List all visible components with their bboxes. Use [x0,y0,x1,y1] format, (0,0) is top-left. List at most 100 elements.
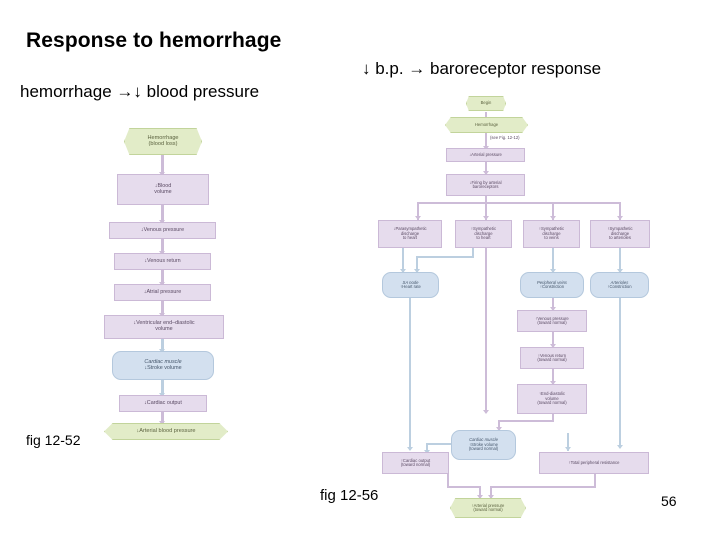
node-line-1: SA node [402,279,419,285]
node-line-2: ↑Constriction [607,284,632,289]
connector-r5-to-cardiac-muscle [485,248,487,413]
node-line-1: ↓Arterial blood pressure [136,427,196,434]
connector-final-drop-left [479,486,481,498]
node-line-2: ↓Stroke volume [144,364,182,371]
connector-co-final-v [447,474,449,488]
node-hemorrhage-blood-loss: Hemorrhage (blood loss) [124,128,202,155]
connector-r13-elbow-h [498,420,554,422]
arrowhead-r4 [415,216,421,220]
arrowhead-cardiac-muscle-a [483,410,489,414]
node-line-3: to heart [402,235,418,241]
node-line-1: ↑Cardiac output [400,457,431,463]
caption-figure-right: fig 12-56 [320,487,379,504]
connector-r2-r3 [485,162,487,174]
arrowhead-cardiac-output-a [407,447,413,451]
connector-r6-peripheral-veins [552,248,554,272]
node-blood-volume: ↓Blood volume [117,174,209,205]
node-line-1: Peripheral veins [536,279,568,285]
node-sympathetic-discharge-to-veins: ↑Sympathetic discharge to veins [523,220,580,248]
arrowhead-r6 [550,216,556,220]
node-arterial-blood-pressure: ↓Arterial blood pressure [104,423,228,440]
connector-r5-elbow-v [472,248,474,258]
arrowhead-sa-node-a [400,269,406,273]
node-sympathetic-discharge-to-arterioles: ↑Sympathetic discharge to arterioles [590,220,650,248]
node-line-1: ↓Venous pressure [140,226,185,233]
node-line-1: ↑Venous pressure [535,315,569,321]
node-line-3: to arterioles [609,235,631,241]
node-line-3: (toward normal) [537,400,567,406]
connector-bus-drop-1 [417,202,419,220]
connector-r5-elbow-h [416,256,474,258]
arrowhead-tpr-a [617,445,623,449]
arrowhead-sa-node-b [414,269,420,273]
connector-final-drop-right [490,486,492,498]
connector-final-h-left [447,486,480,488]
node-begin: Begin [466,96,506,111]
node-line-1: ↑Sympathetic [607,226,633,232]
node-cardiac-muscle-stroke-volume-toward-normal: Cardiac muscle ↑Stroke volume (toward no… [451,430,516,460]
connector-l4-l5 [161,300,164,315]
connector-bus-horizontal [417,202,621,204]
subtitle-right: ↓ b.p. → baroreceptor response [362,59,602,78]
arrowhead-r11 [550,307,556,311]
node-cardiac-output: ↓Cardiac output [119,395,207,412]
node-line-2: (toward normal) [537,320,567,325]
node-line-1: ↓Parasympathetic [393,226,427,232]
node-line-1: ↑Total peripheral resistance [568,459,620,465]
connector-r0-r1 [485,112,487,118]
node-venous-pressure-toward-normal: ↑Venous pressure (toward normal) [517,310,587,332]
node-line-1: ↓Blood [154,182,172,189]
arrowhead-r12 [550,344,556,348]
page-number: 56 [661,493,677,509]
connector-veins-r11 [552,296,554,310]
node-arterial-pressure-toward-normal: ↑Arterial pressure (toward normal) [450,498,526,518]
connector-r7-arterioles [619,248,621,272]
arrowhead-final-a [477,495,483,499]
node-line-1: Arterioles [610,279,629,285]
node-sa-node-heart-rate: SA node ↑Heart rate [382,272,439,298]
arrowhead-arterioles [617,269,623,273]
node-line-1: ↓Atrial pressure [143,288,182,295]
node-total-peripheral-resistance: ↑Total peripheral resistance [539,452,649,474]
node-firing-by-arterial-baroreceptors: ↓Firing by arterial baroreceptors [446,174,525,196]
node-hemorrhage: Hemorrhage [445,117,528,133]
connector-l0-l1 [161,154,164,174]
node-end-diastolic-volume-toward-normal: ↑End-diastolic volume (toward normal) [517,384,587,414]
node-line-2: volume [155,326,173,332]
connector-bus-stem [485,196,487,204]
connector-l3-l4 [161,269,164,284]
node-line-2: (toward normal) [400,462,431,467]
connector-arterioles-tpr-v [619,298,621,448]
arrowhead-final-b [488,495,494,499]
node-line-1: Cardiac muscle [144,358,182,365]
node-line-2: volume [545,395,559,401]
page-title: Response to hemorrhage [26,29,282,52]
node-cardiac-muscle-stroke-volume: Cardiac muscle ↓Stroke volume [112,351,214,380]
connector-r11-r12 [552,332,554,347]
connector-r12-r13 [552,369,554,384]
node-line-2: (toward normal) [537,357,567,362]
node-line-2: discharge [610,230,630,236]
connector-r5-down-sa [416,256,418,272]
connector-cm-down-co [426,443,428,453]
node-line-1: ↑Sympathetic [470,226,497,232]
node-ventricular-end-diastolic-volume: ↓Ventricular end–diastolic volume [104,315,224,339]
figure-hemorrhage-cascade: Hemorrhage (blood loss) ↓Blood volume ↓V… [104,128,228,440]
node-line-1: Cardiac muscle [469,437,498,443]
node-line-3: to heart [476,235,491,241]
connector-l1-l2 [161,204,164,222]
connector-l7-l8 [161,410,164,423]
node-venous-return-toward-normal: ↑Venous return (toward normal) [520,347,584,369]
connector-bus-drop-4 [619,202,621,220]
node-atrial-pressure: ↓Atrial pressure [114,284,211,301]
node-line-2: ↑Stroke volume [469,441,498,447]
connector-l2-l3 [161,238,164,253]
node-arterial-pressure-down: ↓Arterial pressure [446,148,525,162]
node-venous-return: ↓Venous return [114,253,211,270]
note-see-figure: (see Fig. 12-12) [490,135,520,140]
node-parasympathetic-discharge-to-heart: ↓Parasympathetic discharge to heart [378,220,442,248]
connector-sa-to-cardiac-output [409,298,411,450]
connector-l5-l6 [161,337,164,351]
node-line-2: volume [154,188,172,195]
arrowhead-cardiac-muscle-b [496,427,502,431]
